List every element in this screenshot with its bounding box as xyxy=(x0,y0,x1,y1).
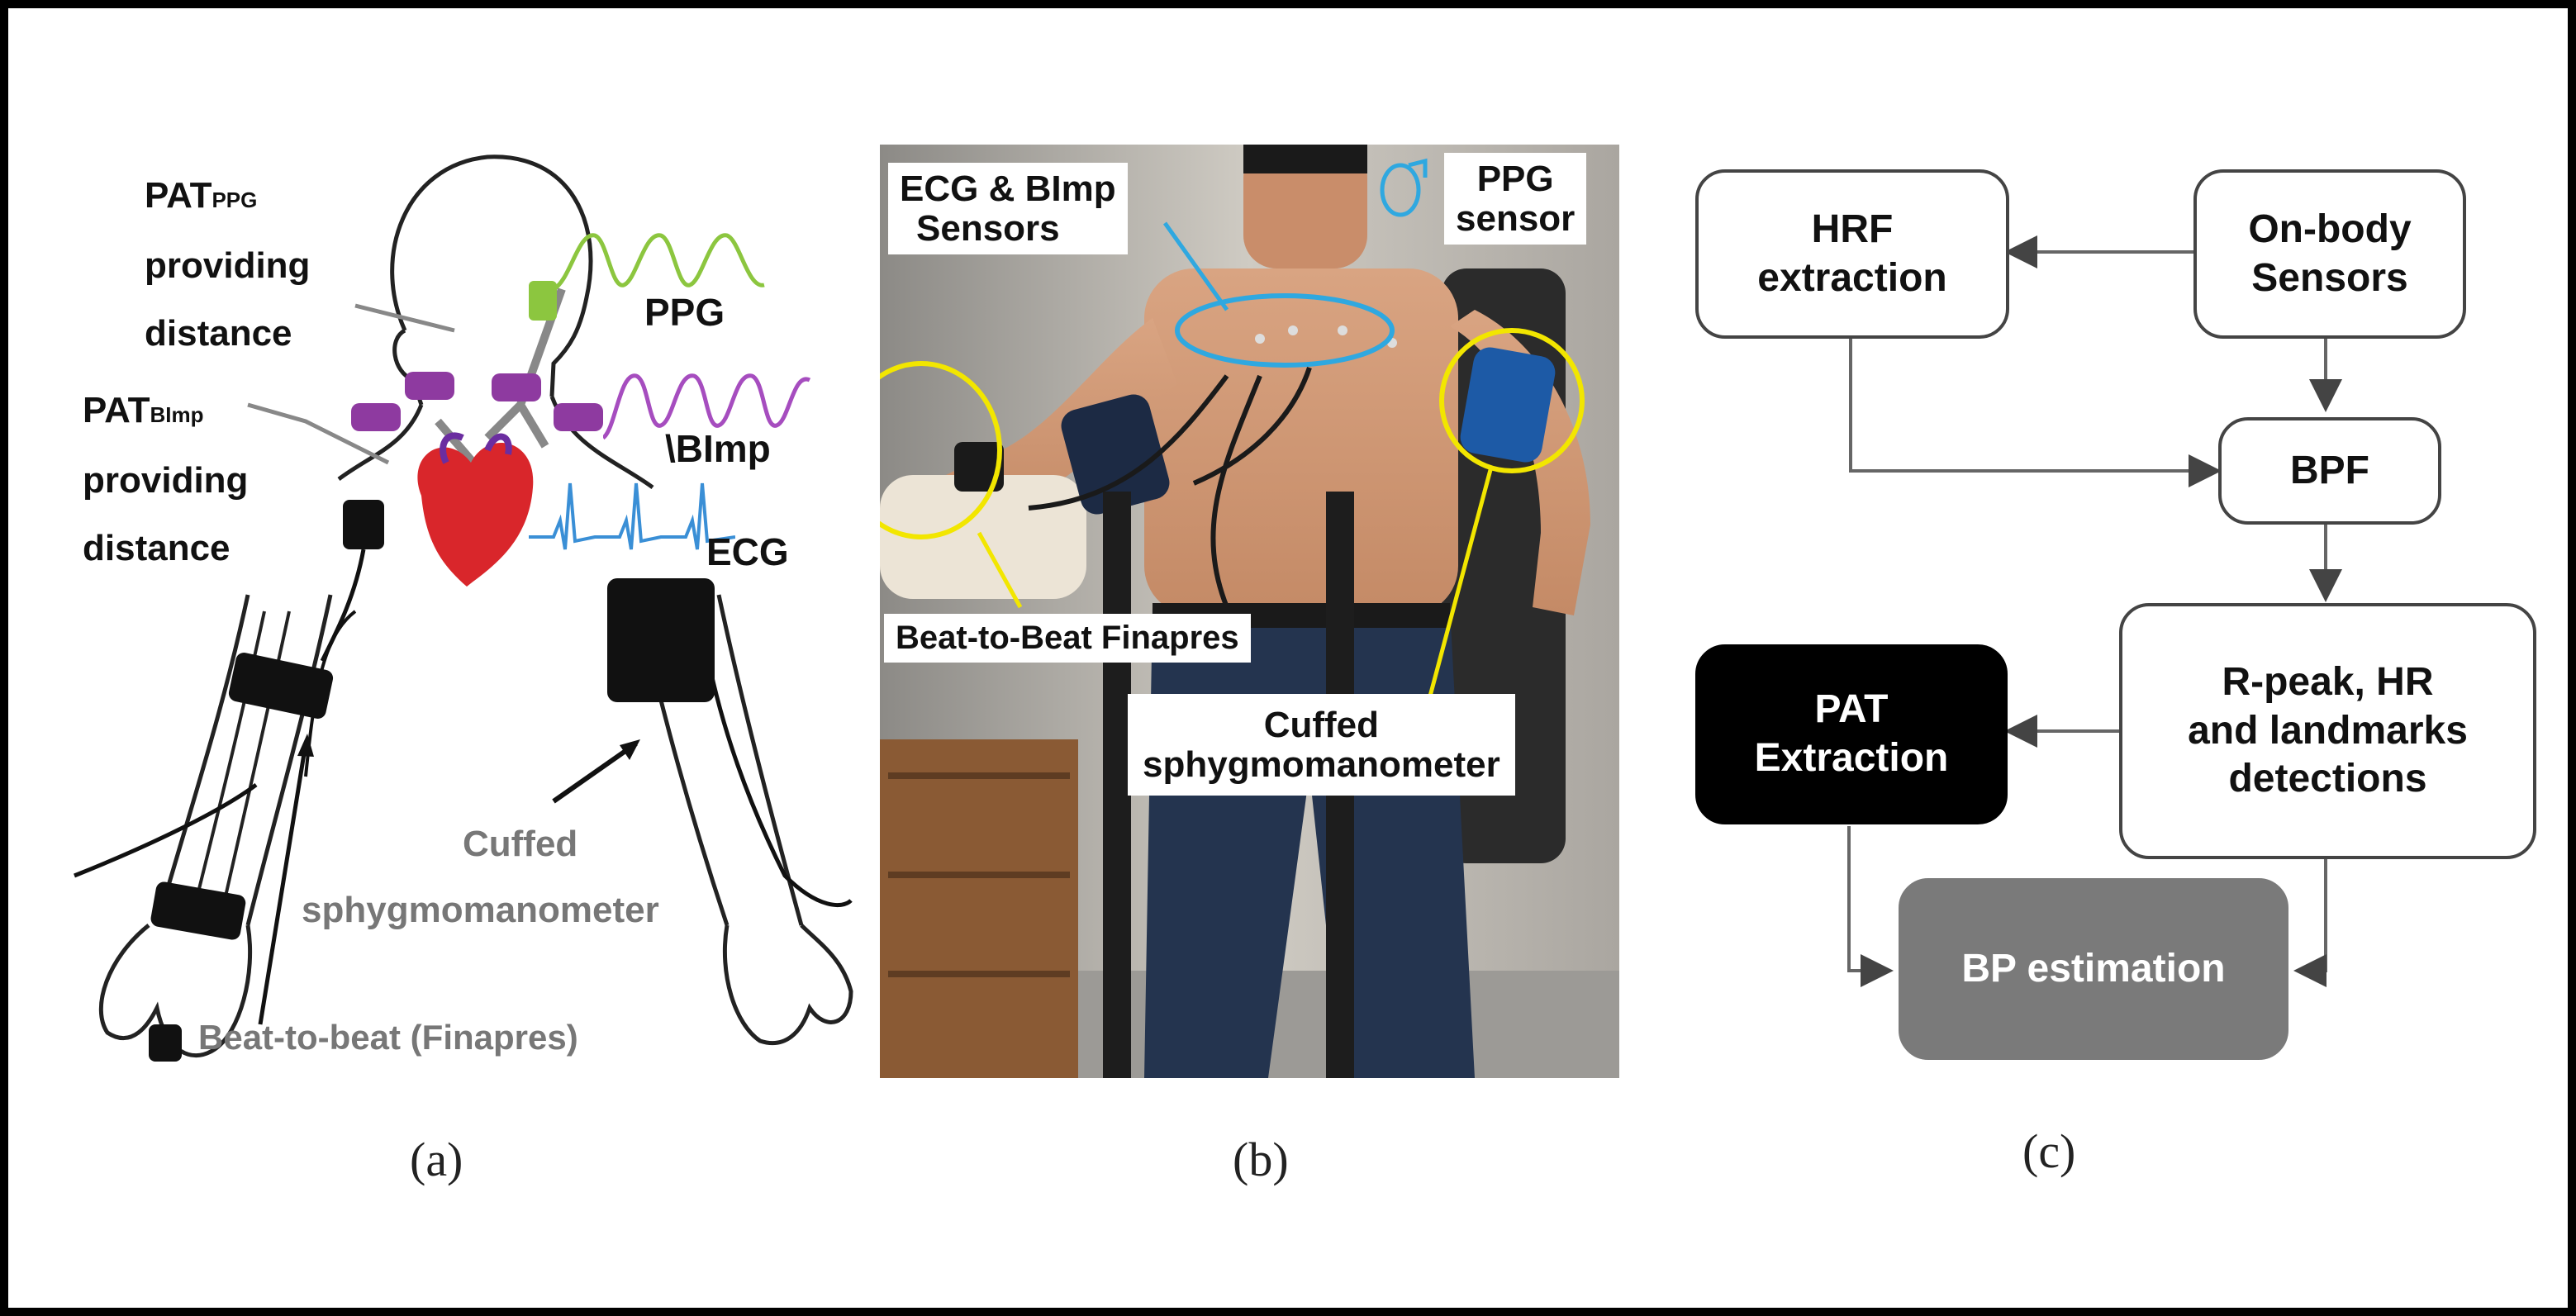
cuff-right-arm xyxy=(607,578,715,702)
bp-estimation-box: BP estimation xyxy=(1899,878,2288,1060)
ppg-sensor xyxy=(529,281,557,321)
panel-a: PATPPG providing distance PATBImp provid… xyxy=(58,132,867,1082)
flowchart-connectors xyxy=(1847,235,2342,987)
photo-illustration xyxy=(880,145,1619,1078)
finapres-label-b: Beat-to-Beat Finapres xyxy=(884,614,1251,663)
panel-b-photo: ECG & BImp Sensors PPG sensor Beat-to-Be… xyxy=(880,145,1619,1078)
pat-ppg-label: PATPPG xyxy=(145,175,258,216)
cuff-photo-right xyxy=(1460,347,1556,463)
pat-bimp-distance: distance xyxy=(83,528,231,568)
cuffed-arrow xyxy=(552,741,638,804)
stand-left xyxy=(1103,492,1131,1078)
ppg-highlight xyxy=(1380,163,1421,217)
hrf-extraction-box: HRF extraction xyxy=(1695,169,2009,339)
cuff-highlight xyxy=(1439,328,1585,473)
ppg-pointer xyxy=(1408,158,1428,178)
finapres-pointer xyxy=(977,531,1023,609)
pat-bimp-arrow xyxy=(247,402,390,465)
ecg-waveform xyxy=(529,482,735,550)
bimp-waveform xyxy=(603,373,811,440)
ecg-label: ECG xyxy=(706,530,789,573)
panel-c-flowchart: HRF extraction On-body Sensors BPF R-pea… xyxy=(1661,157,2553,1090)
cable-left xyxy=(74,782,258,878)
finapres-arrow xyxy=(258,743,308,1025)
pat-bimp-providing: providing xyxy=(83,460,249,501)
right-hand-outline xyxy=(722,924,853,1046)
ecg-bimp-sensors-label: ECG & BImp Sensors xyxy=(888,163,1128,255)
left-arm-outline xyxy=(154,594,333,926)
heart-icon xyxy=(417,443,534,587)
ppg-waveform xyxy=(554,233,765,292)
figure-canvas: PATPPG providing distance PATBImp provid… xyxy=(8,8,2568,1308)
sensors-highlight xyxy=(1175,293,1395,368)
right-arm-photo xyxy=(1450,310,1590,615)
pat-ppg-arrow xyxy=(354,303,455,333)
cabinet xyxy=(880,739,1078,1078)
electrode-2 xyxy=(405,372,454,400)
cables-photo xyxy=(1028,367,1312,609)
bpf-box: BPF xyxy=(2218,417,2441,525)
sensors-pointer xyxy=(1162,221,1229,311)
caption-a: (a) xyxy=(410,1133,463,1186)
electrode-3 xyxy=(492,373,541,401)
left-hand-outline xyxy=(98,924,253,1058)
pat-ppg-providing: providing xyxy=(145,245,311,286)
on-body-sensors-box: On-body Sensors xyxy=(2193,169,2466,339)
hair xyxy=(1243,145,1367,173)
finapres-label-a: Beat-to-beat (Finapres) xyxy=(198,1018,578,1057)
pat-extraction-box: PAT Extraction xyxy=(1695,644,2008,824)
ppg-sensor-label: PPG sensor xyxy=(1444,153,1587,245)
pat-ppg-distance: distance xyxy=(145,313,292,354)
caption-c: (c) xyxy=(2022,1124,2076,1178)
finger-cuff xyxy=(149,1024,182,1062)
cuffed-label-b: Cuffed sphygmomanometer xyxy=(1128,694,1515,796)
caption-b: (b) xyxy=(1233,1133,1289,1186)
body-sketch xyxy=(74,154,853,1062)
finapres-wrist-band xyxy=(150,881,246,940)
cuff-pointer xyxy=(1423,466,1494,715)
cuff-photo-left xyxy=(1061,394,1170,515)
electrode-4 xyxy=(554,403,603,431)
sphygmo-label-a: sphygmomanometer xyxy=(302,890,659,930)
finapres-band-upper xyxy=(228,653,334,719)
ecg-device xyxy=(343,500,384,549)
cuffed-label-a: Cuffed xyxy=(463,824,578,864)
head xyxy=(1243,145,1367,268)
ppg-label: PPG xyxy=(644,291,725,334)
bimp-label: \BImp xyxy=(665,427,771,470)
rpeak-detection-box: R-peak, HR and landmarks detections xyxy=(2119,603,2536,859)
pat-bimp-label: PATBImp xyxy=(83,390,204,430)
electrode-1 xyxy=(351,403,401,431)
finapres-highlight xyxy=(880,361,1002,539)
wrist-band-photo xyxy=(954,442,1004,492)
torso xyxy=(1144,268,1458,615)
